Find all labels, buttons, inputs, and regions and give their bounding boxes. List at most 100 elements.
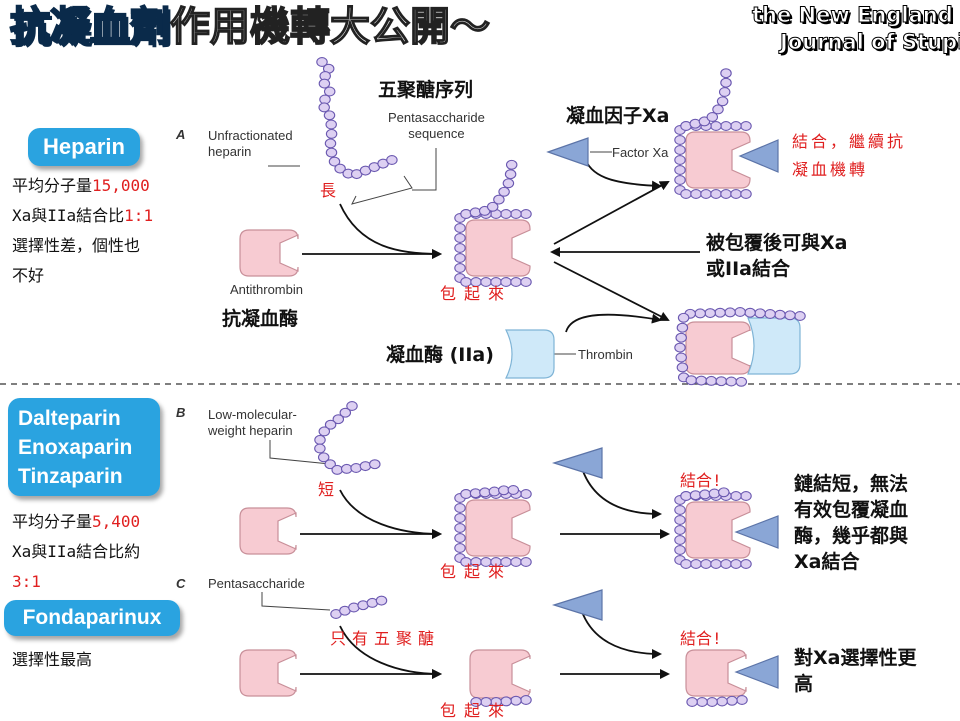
lmwh-chain-bead <box>350 463 362 473</box>
lmwh-complex-wrap-bead <box>520 489 532 499</box>
label-covered-binding-zh: 被包覆後可與Xa 或IIa結合 <box>706 232 848 280</box>
arrow-to-xa <box>553 181 670 245</box>
lmwh-complex-wrap-bead <box>520 557 532 567</box>
lmwh-complex-wrap-bead <box>454 533 466 543</box>
arrow-binding-a <box>339 203 442 259</box>
title-rest: 作用機轉大公開～ <box>169 3 491 51</box>
lmwh-complex-chain-bead <box>507 485 520 495</box>
b-xa-complex-wrap-bead <box>700 559 712 569</box>
fondaparinux-note: 選擇性最高 <box>12 650 93 669</box>
complex-chain-bead <box>505 159 518 170</box>
lmwh-chain-bead <box>369 459 381 470</box>
antithrombin-xa-complex <box>685 131 751 189</box>
lmwh-chain-bead <box>339 407 352 418</box>
label-factor-xa-zh: 凝血因子Xa <box>566 105 670 127</box>
xa-complex-chain-bead <box>718 87 731 97</box>
b-xa-complex-wrap-bead <box>674 505 686 515</box>
b-xa-complex-chain-bead <box>689 490 702 501</box>
heparin-long-chain-bead <box>325 119 337 130</box>
label-antithrombin-zh: 抗凝血酶 <box>222 308 299 330</box>
xa-complex-wrap-bead <box>730 121 742 131</box>
xa-complex-chain-bead <box>712 104 724 115</box>
lmwh-chain-bead <box>340 463 353 474</box>
iia-complex-wrap-bead <box>764 309 776 319</box>
b-xa-complex-chain-bead <box>680 491 692 501</box>
panel-letter-c: C <box>176 576 186 591</box>
heparin-notes: 平均分子量15,000 Xa與IIa結合比1:1 選擇性差，個性也 不好 <box>12 171 153 291</box>
arrow-to-iia <box>553 261 670 321</box>
complex-wrap-bead <box>454 223 466 233</box>
heparin-long-chain-bead <box>334 163 346 174</box>
drug-pill-fondaparinux: Fondaparinux <box>4 600 180 636</box>
caption-thrombin: Thrombin <box>578 347 633 362</box>
b-xa-complex-chain-bead <box>699 489 711 500</box>
b-xa-complex-wrap-bead <box>710 559 722 569</box>
penta-complex-bead <box>510 695 522 706</box>
antithrombin-penta-complex <box>469 649 531 699</box>
complex-wrap-bead <box>454 233 466 243</box>
xa-complex-chain-bead <box>720 68 732 79</box>
iia-complex-wrap-bead <box>705 375 718 386</box>
complex-chain-bead <box>493 194 505 205</box>
iia-complex-wrap-bead <box>685 375 698 386</box>
page-title: 抗凝血劑作用機轉大公開～ <box>9 3 491 51</box>
iia-complex-wrap-bead <box>676 362 689 373</box>
factor-xa-b-bound <box>734 515 779 549</box>
arrow-xa-drop-b <box>579 461 662 519</box>
lmwh-complex-chain-bead <box>460 489 472 499</box>
panel-letter-b: B <box>176 405 186 420</box>
lmwh-mw-value: 5,400 <box>92 512 141 531</box>
penta-complex-bead <box>520 695 532 705</box>
factor-xa-bound <box>738 139 779 173</box>
heparin-long-chain-bead <box>323 110 336 121</box>
complex-wrap-bead <box>454 253 466 263</box>
b-xa-complex-chain-bead <box>718 487 730 498</box>
factor-xa-c-free <box>551 589 603 621</box>
iia-complex-wrap-bead <box>774 309 786 320</box>
b-xa-complex-wrap-bead <box>730 559 742 569</box>
complex-chain-bead <box>469 207 482 218</box>
heparin-long-chain-bead <box>318 102 330 113</box>
c-xa-complex-bead <box>696 697 708 707</box>
antithrombin-b-free <box>239 507 297 555</box>
arrow-binding-b <box>339 489 442 539</box>
journal-logo-line1: the New England <box>752 3 954 28</box>
antithrombin-lmwh-complex <box>465 499 531 557</box>
iia-complex-wrap-bead <box>674 342 686 353</box>
b-xa-complex-wrap-bead <box>674 515 686 525</box>
complex-chain-bead <box>502 178 515 189</box>
antithrombin-iia-complex <box>685 321 751 375</box>
heparin-beads-group <box>314 57 806 707</box>
note-only-pentasaccharide: 只有五聚醣 <box>330 629 441 648</box>
xa-complex-chain-bead <box>720 77 732 88</box>
iia-complex-wrap-bead <box>695 375 708 386</box>
lmwh-chain-bead <box>324 459 336 470</box>
note-wrap-b: 包起來 <box>440 562 513 581</box>
lmwh-complex-wrap-bead <box>454 503 466 513</box>
lmwh-complex-wrap-bead <box>454 523 466 533</box>
thrombin-free <box>505 329 555 379</box>
iia-complex-wrap-bead <box>676 322 689 333</box>
caption-lmwh: Low-molecular- weight heparin <box>208 407 297 438</box>
caption-antithrombin: Antithrombin <box>230 282 303 297</box>
iia-complex-wrap-bead <box>784 310 796 321</box>
lmwh-chain-bead <box>332 414 345 425</box>
penta-complex-bead <box>470 697 482 707</box>
iia-complex-wrap-bead <box>675 352 687 363</box>
xa-complex-wrap-bead <box>730 189 742 199</box>
heparin-ratio-label: Xa與IIa結合比 <box>12 206 125 225</box>
b-xa-complex-wrap-bead <box>740 491 752 501</box>
lmwh-complex-chain-bead <box>488 486 501 497</box>
heparin-long-chain-bead <box>323 86 336 97</box>
lmwh-chain-bead <box>318 426 331 437</box>
pentasaccharide-bead <box>375 595 388 606</box>
complex-wrap-bead <box>454 243 466 253</box>
complex-wrap-bead <box>510 209 522 219</box>
note-bind-continue: 結合，繼續抗 凝血機轉 <box>792 132 907 179</box>
drug-pill-heparin: Heparin <box>28 128 140 166</box>
factor-xa-c-bound <box>734 655 779 689</box>
xa-complex-chain-bead <box>706 112 719 122</box>
note-long: 長 <box>320 181 337 200</box>
b-xa-complex-wrap-bead <box>680 559 692 569</box>
